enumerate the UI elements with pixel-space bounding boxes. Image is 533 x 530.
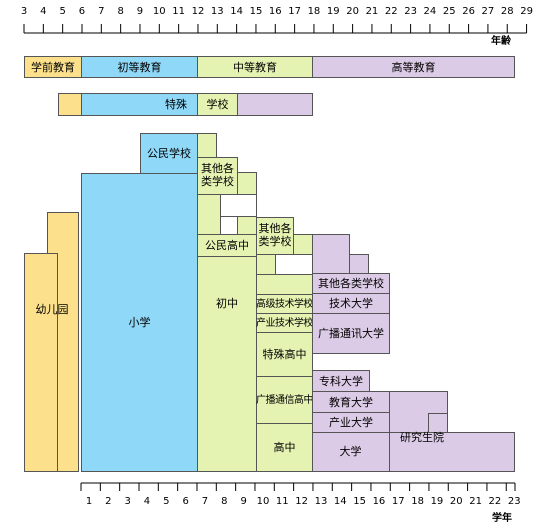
bottom-axis-tick-label: 20 (449, 496, 463, 507)
graduate-lower (389, 432, 515, 472)
top-axis-tick-label: 7 (98, 6, 105, 17)
bottom-axis-tick-label: 10 (256, 496, 270, 507)
bottom-axis-tick-label: 3 (124, 496, 131, 507)
special-higher-segment (237, 93, 313, 116)
university-label: 大学 (339, 445, 362, 458)
industrial-university: 产业大学 (312, 412, 390, 433)
civic-school: 公民学校 (140, 133, 198, 174)
top-axis-tick-label: 23 (404, 6, 417, 17)
top-axis-tick-label: 27 (481, 6, 495, 17)
civic-high: 公民高中 (197, 234, 257, 257)
kindergarten-label: 幼儿园 (35, 303, 69, 316)
bottom-axis-tick-label: 1 (85, 496, 93, 507)
bottom-axis-tick-label: 21 (469, 496, 482, 507)
education-university: 教育大学 (312, 391, 390, 413)
bottom-axis-tick-label: 18 (411, 496, 424, 507)
junior-other-tail (237, 172, 257, 195)
bottom-axis-tick-label: 17 (391, 496, 405, 507)
bottom-axis-tick-label: 22 (488, 496, 502, 507)
broadcast-university: 广播通讯大学 (312, 313, 390, 354)
bottom-axis-tick-label: 6 (182, 496, 189, 507)
special-high: 特殊高中 (256, 332, 313, 377)
top-axis-tick-label: 28 (500, 6, 514, 17)
other-schools-1: 其他各类学校 (197, 157, 238, 195)
stage-primary: 初等教育 (81, 56, 198, 78)
top-axis-unit: 年齢 (491, 36, 511, 47)
bottom-axis-tick-label: 7 (201, 496, 209, 507)
bottom-axis-tick-label: 2 (105, 496, 112, 507)
bottom-axis-tick-label: 14 (333, 496, 347, 507)
high-step-left (256, 254, 276, 275)
junior-college: 专科大学 (312, 370, 370, 392)
top-axis-tick-label: 24 (423, 6, 437, 17)
special-preschool-segment (58, 93, 82, 116)
top-axis-tick-label: 25 (442, 6, 456, 17)
bottom-axis-tick-label: 19 (430, 496, 444, 507)
bottom-axis-tick-label: 5 (163, 496, 170, 507)
other-schools-2: 其他各类学校 (256, 217, 294, 255)
stage-higher: 高等教育 (312, 56, 515, 78)
high-step-row (256, 274, 313, 295)
bottom-axis-tick-label: 11 (275, 496, 289, 507)
top-axis-tick-label: 22 (384, 6, 398, 17)
high-school: 高中 (256, 423, 313, 472)
graduate-step (428, 413, 448, 433)
stage-secondary: 中等教育 (197, 56, 313, 78)
top-axis-tick-label: 12 (191, 6, 205, 17)
top-axis-tick-label: 26 (462, 6, 475, 17)
top-axis-tick-label: 15 (249, 6, 263, 17)
top-axis-tick-label: 9 (136, 6, 144, 17)
bottom-axis-tick-label: 8 (221, 496, 228, 507)
top-axis-tick-label: 4 (40, 6, 47, 17)
stage-preschool: 学前教育 (24, 56, 82, 78)
junior-middle (197, 256, 257, 472)
top-axis-tick-label: 14 (230, 6, 243, 17)
bottom-axis-tick-label: 12 (295, 496, 308, 507)
gap-white-2 (275, 254, 313, 275)
graduate-school-label: 研究生院 (400, 431, 444, 444)
gap-white-1 (220, 194, 257, 217)
bottom-axis-tick-label: 13 (314, 496, 328, 507)
bottom-axis-unit: 学年 (492, 513, 512, 524)
top-axis-tick-label: 8 (117, 6, 124, 17)
kindergarten-lower (24, 253, 58, 472)
advanced-tech-school: 高级技术学校 (256, 294, 314, 314)
bottom-axis-tick-label: 4 (143, 496, 151, 507)
top-axis-tick-label: 13 (210, 6, 224, 17)
top-axis-tick-label: 5 (59, 6, 66, 17)
primary-school: 小学 (81, 173, 198, 472)
top-axis-tick-label: 21 (365, 6, 379, 17)
broadcast-high: 广播通信高中 (256, 376, 314, 424)
bottom-axis-tick-label: 9 (240, 496, 247, 507)
special-label-right: 学校 (197, 93, 238, 116)
bottom-axis-tick-label: 23 (507, 496, 521, 507)
tech-university: 技术大学 (312, 293, 390, 314)
top-axis-tick-label: 11 (172, 6, 185, 17)
industrial-tech-school: 产业技术学校 (256, 313, 314, 333)
high-other-tail (293, 234, 313, 255)
top-axis-tick-label: 18 (307, 6, 321, 17)
top-axis-tick-label: 6 (78, 6, 86, 17)
bottom-axis-tick-label: 15 (353, 496, 366, 507)
junior-other-step (197, 133, 217, 158)
top-axis-tick-label: 17 (288, 6, 301, 17)
junior-civic-right (237, 216, 257, 235)
top-axis-tick-label: 16 (268, 6, 282, 17)
top-axis-tick-label: 19 (326, 6, 340, 17)
top-axis-tick-label: 29 (520, 6, 533, 17)
junior-middle-label: 初中 (216, 297, 238, 310)
top-axis-tick-label: 10 (152, 6, 166, 17)
other-schools-3: 其他各类学校 (312, 273, 390, 294)
graduate-upper (389, 391, 448, 433)
bottom-axis-tick-label: 16 (372, 496, 386, 507)
top-axis-tick-label: 20 (346, 6, 359, 17)
higher-step-1 (312, 234, 350, 274)
special-label-left: 特殊 (81, 93, 198, 116)
top-axis-tick-label: 3 (20, 6, 28, 17)
higher-step-2 (349, 254, 369, 274)
